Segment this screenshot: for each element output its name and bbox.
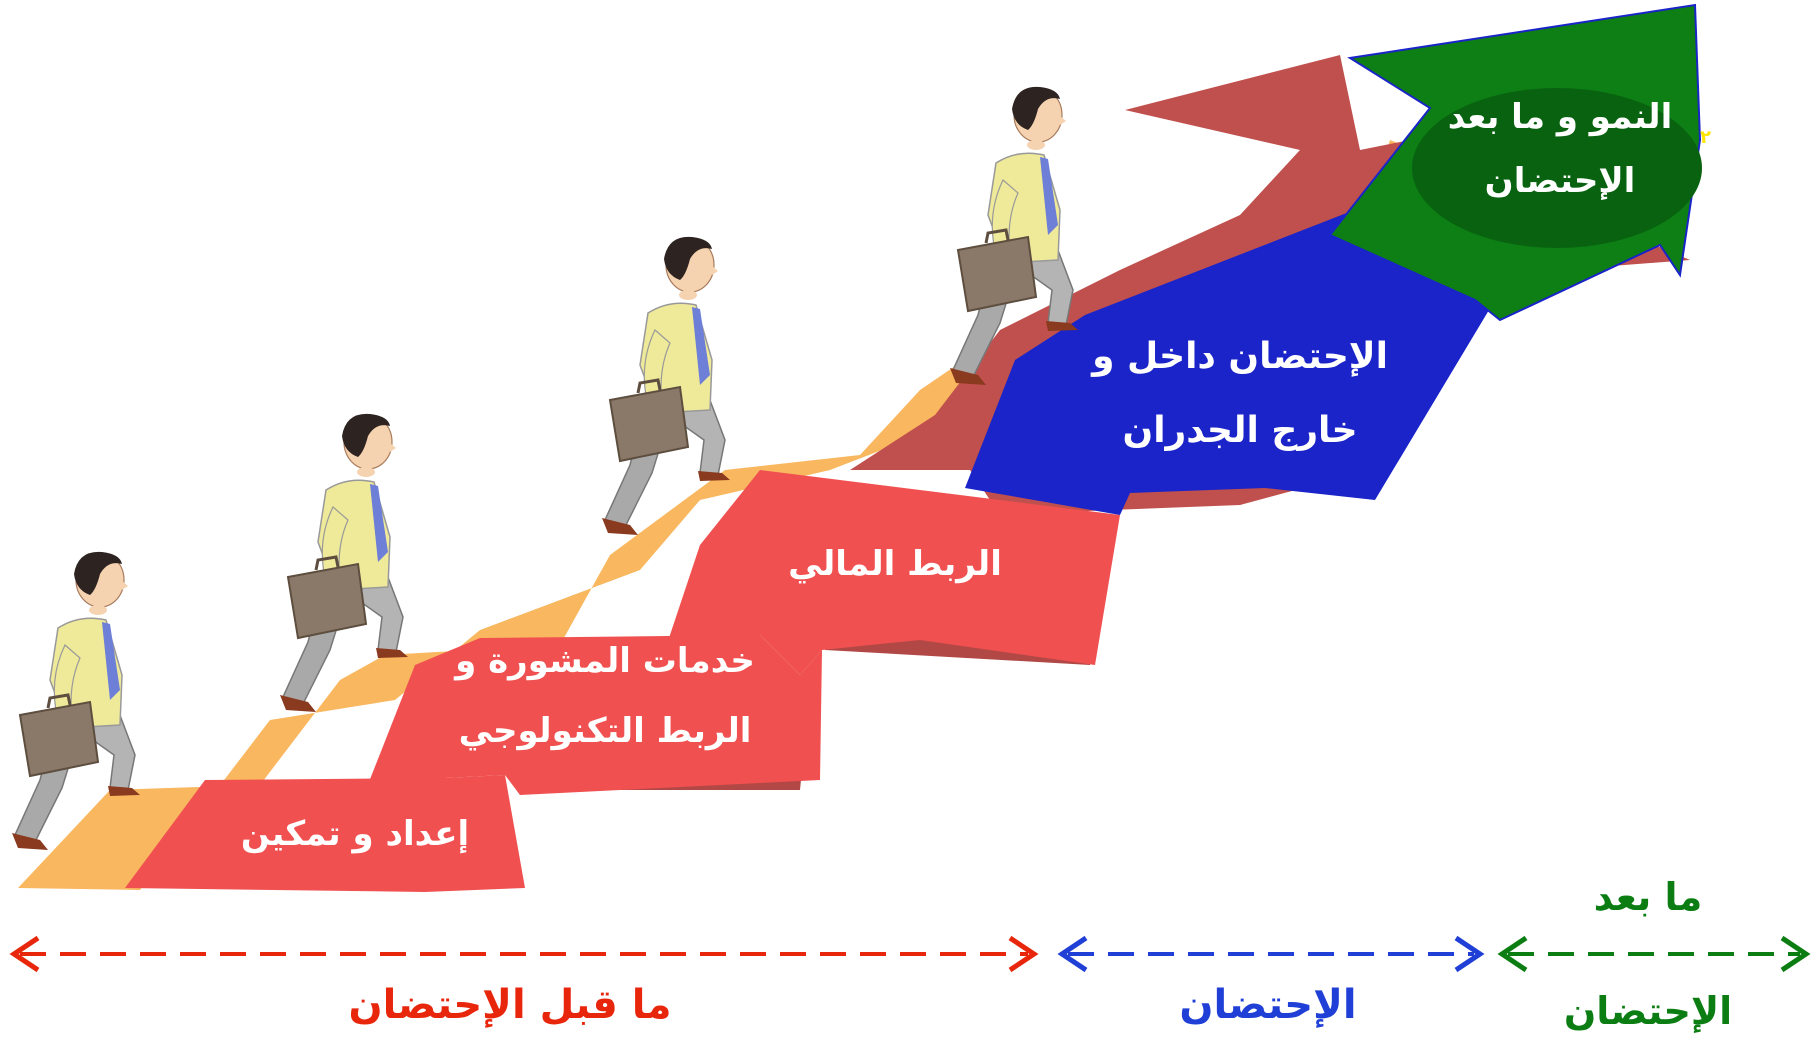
small-mark: ٢ (1700, 127, 1711, 148)
phase-label-post-2: الإحتضان (1564, 989, 1732, 1033)
step-label-incubation-1: الإحتضان داخل و (1090, 336, 1388, 377)
step-label-advisory-2: الربط التكنولوجي (459, 711, 752, 751)
step-advisory (365, 635, 822, 795)
phase-arrow-during (1057, 935, 1485, 973)
step-incubation (965, 200, 1495, 515)
phase-arrow-pre (9, 935, 1039, 973)
step-label-incubation-2: خارج الجدران (1122, 410, 1357, 451)
phase-label-during: الإحتضان (1179, 982, 1356, 1028)
step-label-finance: الربط المالي (788, 544, 1002, 584)
phase-label-pre: ما قبل الإحتضان (348, 982, 671, 1028)
step-label-advisory-1: خدمات المشورة و (453, 641, 755, 681)
step-label-prep: إعداد و تمكين (241, 814, 469, 854)
phase-arrow-post (1497, 935, 1811, 973)
step-prep (125, 775, 525, 892)
growth-oval (1412, 88, 1702, 248)
phase-label-post-1: ما بعد (1594, 875, 1703, 919)
step-label-growth-1: النمو و ما بعد (1448, 97, 1672, 137)
step-finance (665, 470, 1120, 675)
step-label-growth-2: الإحتضان (1485, 161, 1636, 201)
